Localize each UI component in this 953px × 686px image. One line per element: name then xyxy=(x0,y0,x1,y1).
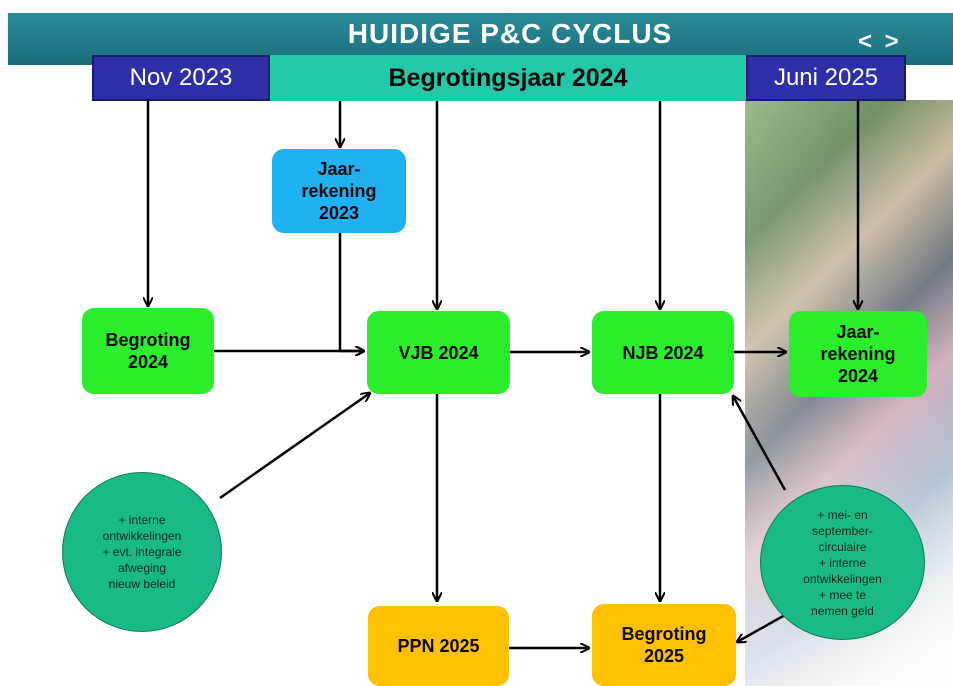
node-begroting-2024: Begroting 2024 xyxy=(82,308,214,394)
timeline-start: Nov 2023 xyxy=(92,55,270,101)
node-ppn-2025: PPN 2025 xyxy=(368,606,509,686)
node-jaarrekening-2023: Jaar- rekening 2023 xyxy=(272,149,406,233)
node-njb-2024: NJB 2024 xyxy=(592,311,734,394)
timeline-year: Begrotingsjaar 2024 xyxy=(270,55,746,101)
arrow-jaarrekening2023-to-vjb xyxy=(338,232,364,351)
node-vjb-2024: VJB 2024 xyxy=(367,311,510,394)
arrow-rightnote-to-begroting2025 xyxy=(737,613,786,642)
arrow-rightnote-to-njb xyxy=(733,396,787,491)
node-begroting-2025: Begroting 2025 xyxy=(592,604,736,686)
node-jaarrekening-2024: Jaar- rekening 2024 xyxy=(789,311,927,397)
nav-arrows[interactable]: < > xyxy=(858,28,899,55)
note-right-circle: + mei- en september- circulaire + intern… xyxy=(760,485,925,640)
note-left-circle: + interne ontwikkelingen + evt. integral… xyxy=(62,472,222,632)
arrow-leftnote-to-vjb xyxy=(219,393,370,500)
timeline-end: Juni 2025 xyxy=(746,55,906,101)
page-title: HUIDIGE P&C CYCLUS xyxy=(347,18,673,49)
